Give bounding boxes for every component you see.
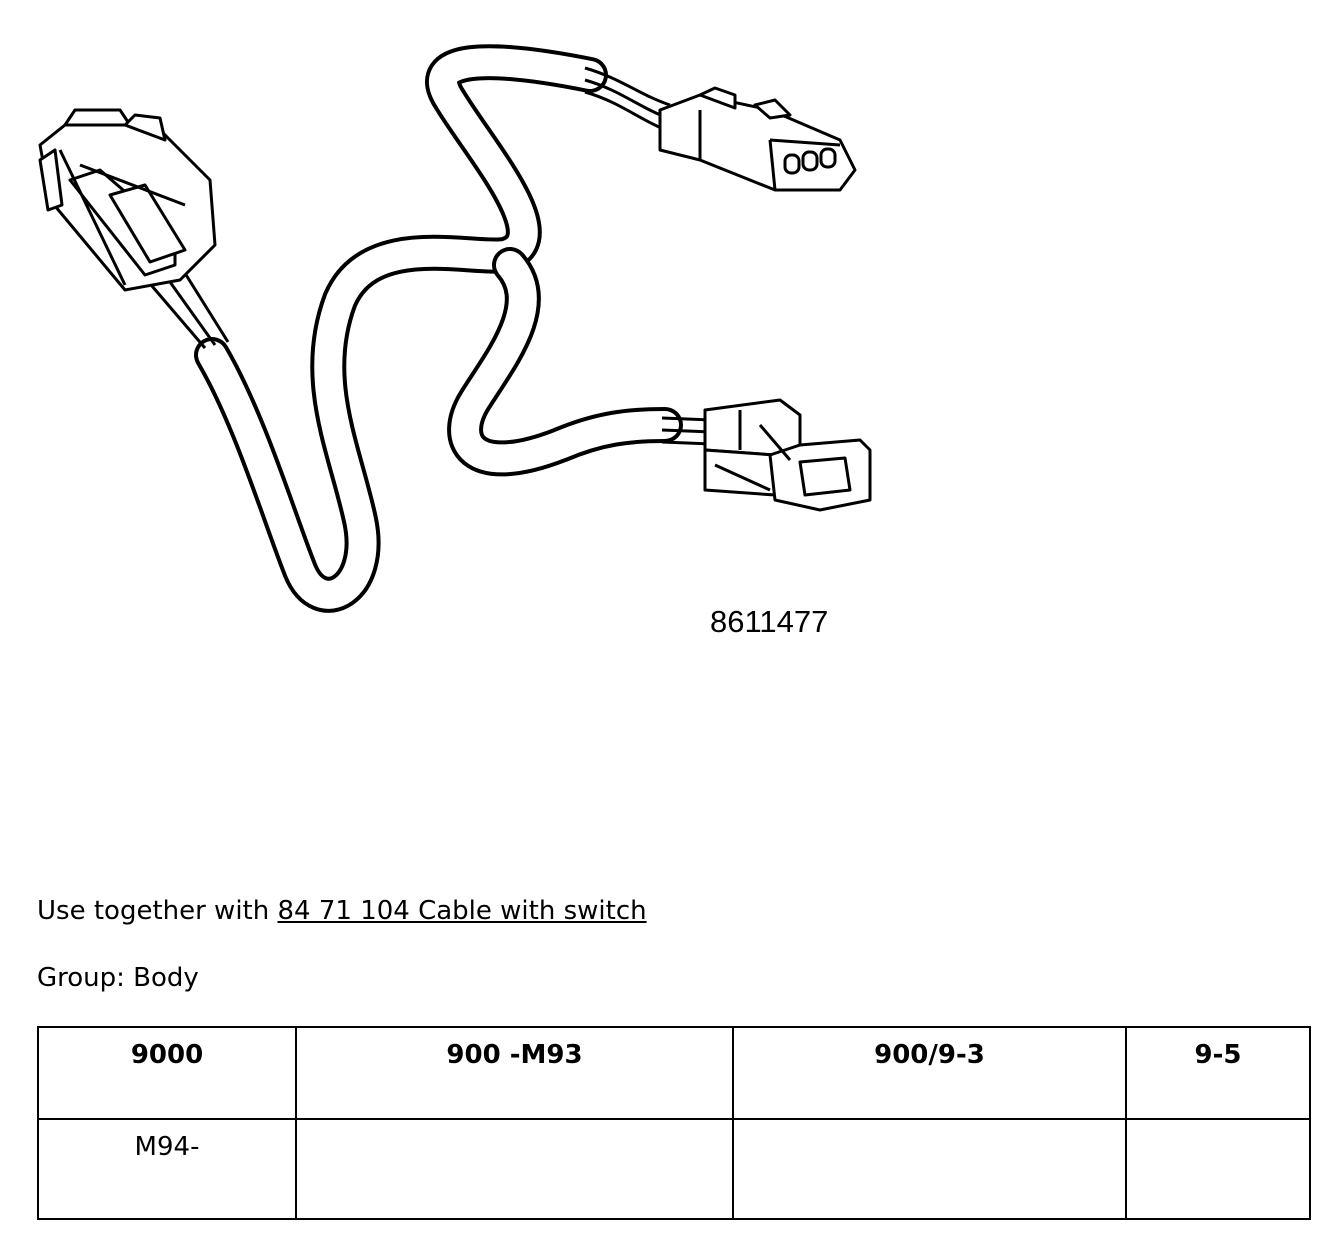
value-cell-900-9-3: [732, 1118, 1127, 1220]
value-cell-9000: M94-: [37, 1118, 297, 1220]
value-cell-900-m93: [295, 1118, 734, 1220]
usage-prefix: Use together with: [37, 896, 278, 926]
header-cell-9000: 9000: [37, 1026, 297, 1120]
cable-main-inner: [198, 48, 604, 609]
models-table: 9000 900 -M93 900/9-3 9-5 M94-: [37, 1026, 1311, 1220]
wiring-harness-illustration: [38, 44, 872, 613]
header-cell-9-5: 9-5: [1125, 1026, 1311, 1120]
top-right-connector: [658, 86, 857, 192]
value-cell-9-5: [1125, 1118, 1311, 1220]
bottom-right-connector: [703, 398, 872, 512]
header-cell-900-m93: 900 -M93: [295, 1026, 734, 1120]
usage-line: Use together with 84 71 104 Cable with s…: [37, 896, 647, 926]
table-row: M94-: [37, 1118, 1311, 1220]
cable-branch-inner: [451, 251, 679, 473]
header-cell-900-9-3: 900/9-3: [732, 1026, 1127, 1120]
related-part-link[interactable]: 84 71 104 Cable with switch: [277, 896, 647, 926]
part-number: 8611477: [710, 604, 829, 639]
left-connector: [38, 108, 217, 292]
group-line: Group: Body: [37, 963, 199, 993]
models-table-header-row: 9000 900 -M93 900/9-3 9-5: [37, 1026, 1311, 1120]
